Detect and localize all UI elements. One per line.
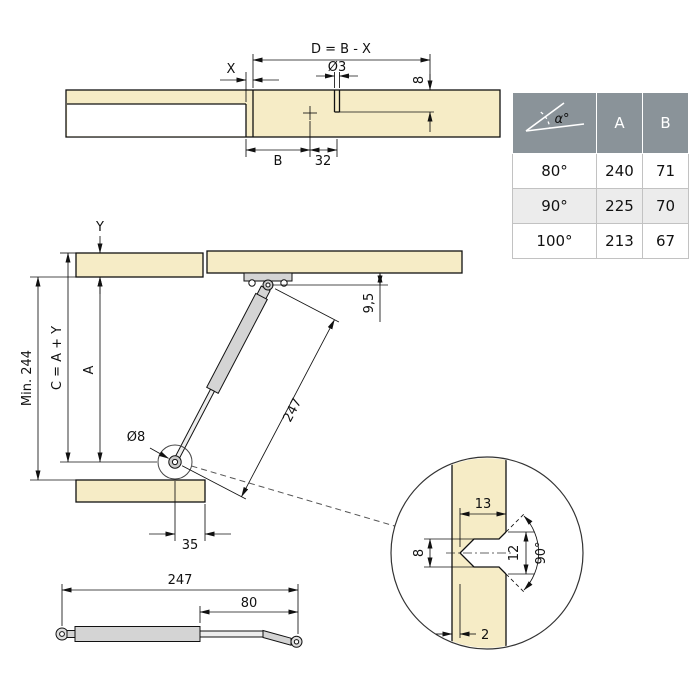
strut-rod-horizontal: [199, 630, 264, 638]
dim-label-rod: 80: [241, 596, 258, 611]
dim-label-d: D = B - X: [311, 42, 371, 57]
b-value: 70: [642, 188, 689, 224]
dim-label-countersink-angle: 90°: [534, 541, 549, 564]
table-row: 80° 240 71: [512, 153, 689, 189]
cabinet-bottom-panel: [75, 479, 206, 503]
dim-label-35: 35: [182, 538, 199, 553]
angle-value: 100°: [512, 223, 597, 259]
top-section-view: D = B - X X Ø3 8 B 32: [65, 42, 501, 169]
dim-label-b: B: [274, 154, 283, 169]
a-value: 225: [596, 188, 643, 224]
angle-value: 80°: [512, 153, 597, 189]
zoom-leader-line: [191, 465, 396, 527]
angle-value: 90°: [512, 188, 597, 224]
dim-label-32: 32: [315, 154, 332, 169]
dim-label-x: X: [227, 62, 236, 77]
dim-label-strut-total: 247: [168, 573, 193, 588]
zoom-source-circle: [157, 444, 193, 480]
dim-label-13: 13: [475, 497, 492, 512]
dim-label-a: A: [82, 365, 97, 374]
dim-label-pivot-dia: Ø8: [127, 430, 146, 445]
b-value: 67: [642, 223, 689, 259]
strut-rod: [174, 388, 216, 460]
a-value: 240: [596, 153, 643, 189]
strut-cylinder: [74, 626, 201, 642]
pivot-detail-view: 13 8 12 90° 2: [390, 456, 584, 650]
dim-label-hole-dia: Ø3: [328, 60, 347, 75]
gas-strut: [168, 279, 274, 469]
dim-label-12: 12: [507, 545, 522, 562]
gas-strut-view: 247 80: [55, 573, 303, 648]
dim-label-strut-length: 247: [281, 396, 306, 425]
dim-label-c: C = A + Y: [50, 326, 65, 390]
angle-header-cell: α°: [512, 92, 597, 154]
door-panel-open: [206, 250, 463, 274]
table-header-row: α° A B: [512, 92, 689, 154]
main-side-view: Y C = A + Y A Min. 244 9,5 247 Ø8 35: [20, 220, 463, 553]
dim-label-9-5: 9,5: [362, 293, 377, 314]
dim-label-y: Y: [95, 220, 104, 235]
dim-label-depth: 8: [412, 76, 427, 84]
column-a-header: A: [596, 92, 643, 154]
table-row: 100° 213 67: [512, 223, 689, 259]
b-value: 71: [642, 153, 689, 189]
column-b-header: B: [642, 92, 689, 154]
dim-label-min-height: Min. 244: [20, 350, 35, 406]
strut-socket-arm: [262, 629, 292, 646]
dim-label-2: 2: [481, 628, 489, 643]
a-value: 213: [596, 223, 643, 259]
angle-icon: α°: [525, 102, 584, 132]
alpha-symbol: α°: [554, 112, 569, 127]
dim-label-8: 8: [412, 549, 427, 557]
angle-dimension-table: α° A B 80° 240 71 90° 225 70 100° 213 67: [512, 92, 689, 259]
cabinet-top-panel: [75, 252, 204, 278]
door-slot: [67, 104, 246, 137]
pilot-hole: [333, 90, 341, 113]
center-mark: [303, 106, 317, 120]
table-row: 90° 225 70: [512, 188, 689, 224]
strut-body: [206, 292, 268, 394]
